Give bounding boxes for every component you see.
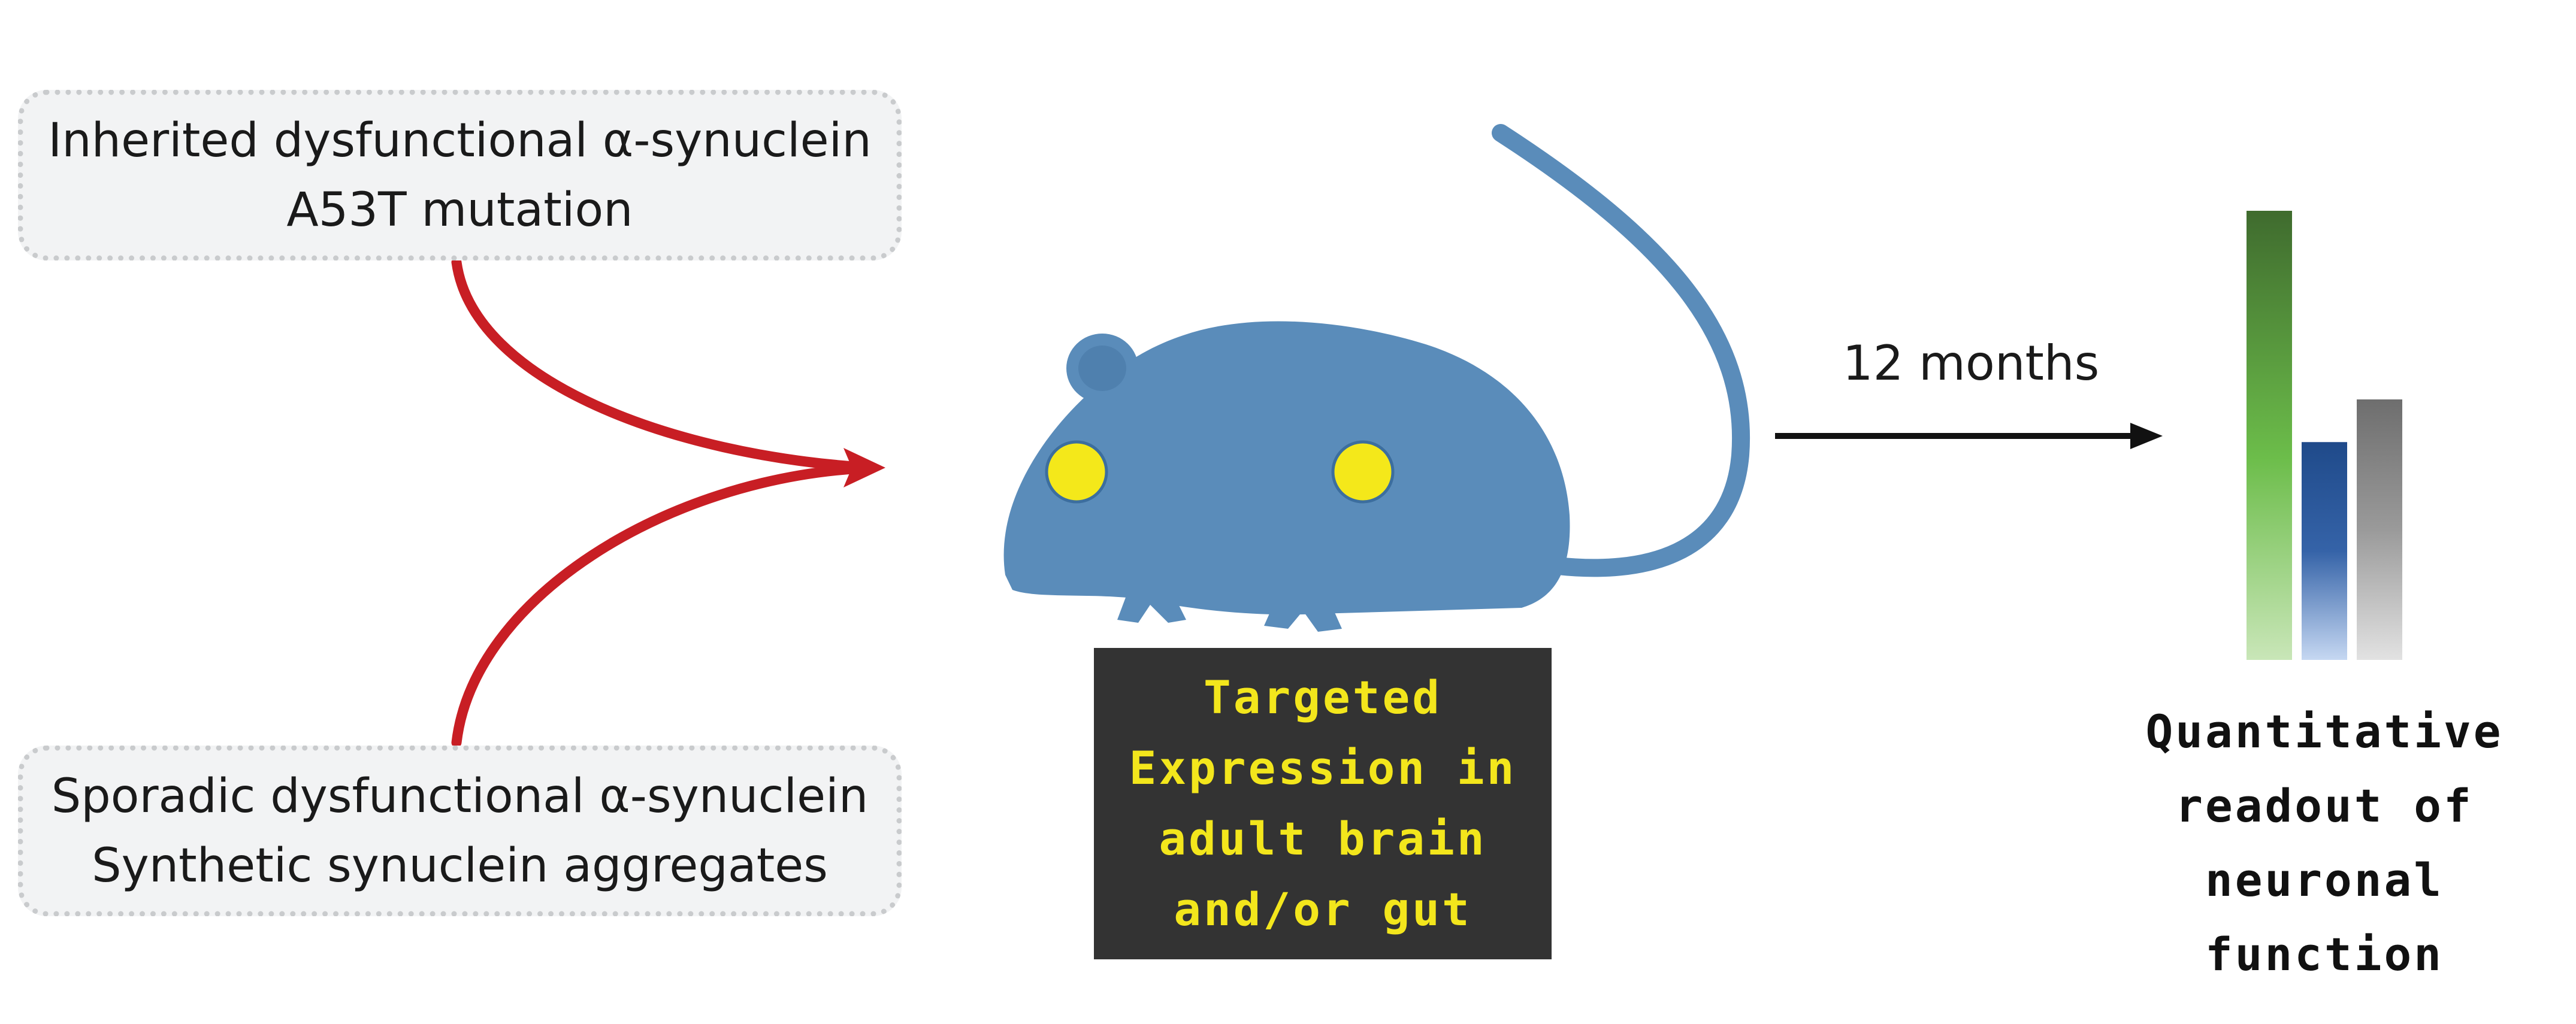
targeting-box: Targeted Expression in adult brain and/o… bbox=[1094, 648, 1552, 959]
marker-brain bbox=[1045, 440, 1108, 504]
readout-line1: Quantitative bbox=[2145, 705, 2504, 758]
readout-label: Quantitative readout of neuronal functio… bbox=[2073, 695, 2576, 992]
mouse-front-foot bbox=[1117, 596, 1186, 623]
sporadic-line1: Sporadic dysfunctional α-synuclein bbox=[51, 769, 869, 823]
mouse-tail bbox=[1492, 124, 1750, 577]
convergence-arrows bbox=[451, 257, 885, 748]
mouse-ear-inner bbox=[1078, 346, 1126, 391]
targeting-line3: adult brain bbox=[1159, 812, 1487, 865]
targeting-line1: Targeted bbox=[1203, 671, 1443, 724]
targeting-line2: Expression in bbox=[1129, 741, 1517, 795]
timeline-arrow bbox=[1775, 423, 2163, 449]
readout-bar-blue bbox=[2302, 442, 2347, 660]
inherited-line1: Inherited dysfunctional α-synuclein bbox=[48, 113, 872, 168]
mouse-body bbox=[1003, 321, 1570, 615]
readout-bars bbox=[2247, 211, 2402, 660]
inherited-line2: A53T mutation bbox=[286, 183, 633, 237]
readout-bar-grey bbox=[2357, 399, 2402, 660]
sporadic-input-box: Sporadic dysfunctional α-synuclein Synth… bbox=[18, 746, 902, 916]
readout-line3: neuronal function bbox=[2205, 853, 2444, 981]
mouse-back-foot bbox=[1264, 599, 1342, 632]
sporadic-line2: Synthetic synuclein aggregates bbox=[92, 838, 828, 893]
arrow-from-inherited bbox=[451, 257, 868, 472]
targeting-line4: and/or gut bbox=[1174, 883, 1472, 936]
timeline-label: 12 months bbox=[1842, 335, 2100, 391]
inherited-input-box: Inherited dysfunctional α-synuclein A53T… bbox=[18, 90, 902, 260]
convergence-arrowhead bbox=[843, 448, 885, 487]
mouse-icon bbox=[1003, 124, 1750, 632]
marker-gut bbox=[1331, 440, 1395, 504]
arrow-from-sporadic bbox=[451, 463, 868, 748]
readout-line2: readout of bbox=[2175, 779, 2474, 832]
readout-bar-green bbox=[2247, 211, 2292, 660]
